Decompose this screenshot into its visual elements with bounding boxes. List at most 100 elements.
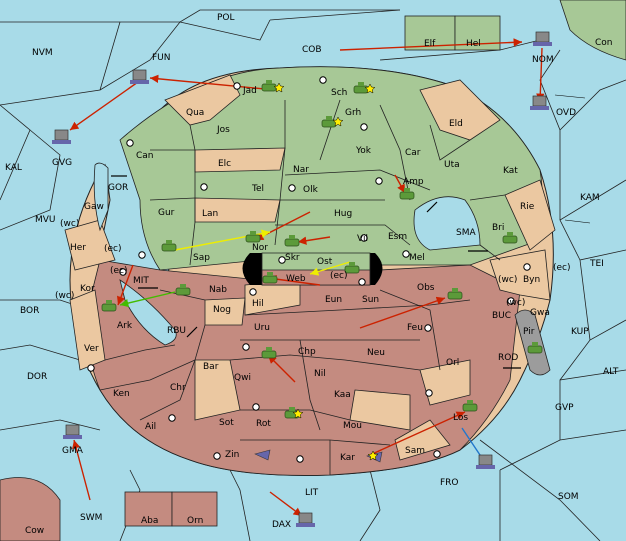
units	[52, 31, 552, 527]
label-gma: GMA	[62, 446, 84, 456]
label-sma: SMA	[456, 228, 476, 238]
order-arrows	[69, 38, 591, 517]
label-sch: Sch	[331, 88, 347, 98]
label-pir: Pir	[523, 327, 535, 337]
label-tei: TEI	[589, 259, 604, 269]
army-ost	[344, 262, 360, 274]
label-rot: Rot	[256, 419, 271, 429]
army-ark	[101, 300, 117, 312]
province-labels: POL NVM FUN COB Con NOM Elf Hel OVD KAL …	[5, 13, 619, 536]
label-nom: NOM	[532, 55, 554, 65]
star-icon	[364, 83, 376, 94]
star-icon	[292, 408, 304, 419]
label-hel: Hel	[466, 39, 481, 49]
label-nil: Nil	[314, 369, 326, 379]
army-skr	[284, 235, 300, 247]
label-skr: Skr	[285, 253, 300, 263]
label-jad: Jad	[242, 86, 257, 96]
label-kat: Kat	[503, 166, 518, 176]
label-wc3: (wc)	[55, 291, 74, 301]
star-icon	[273, 82, 285, 93]
label-eld: Eld	[449, 119, 463, 129]
sea-gor	[93, 162, 109, 232]
label-zin: Zin	[225, 450, 239, 460]
army-sap	[161, 240, 177, 252]
label-tel: Tel	[251, 184, 264, 194]
label-vil: Vil	[357, 234, 368, 244]
label-wc2: (wc)	[498, 275, 517, 285]
label-los: Los	[453, 413, 468, 423]
label-gwa: Gwa	[530, 308, 550, 318]
label-gvp: GVP	[555, 403, 574, 413]
label-lan: Lan	[202, 209, 218, 219]
label-bar: Bar	[203, 362, 219, 372]
label-amp: Amp	[403, 177, 424, 187]
label-kor: Kor	[80, 284, 95, 294]
land-orn	[171, 491, 218, 527]
label-ark: Ark	[117, 321, 133, 331]
label-nab: Nab	[209, 285, 227, 295]
label-con: Con	[595, 38, 613, 48]
label-kam: KAM	[580, 193, 600, 203]
label-her: Her	[70, 243, 86, 253]
supply-centres	[87, 76, 531, 463]
label-wc1: (wc)	[60, 219, 79, 229]
label-feu: Feu	[407, 323, 423, 333]
fleet-dax	[296, 512, 315, 527]
label-alt: ALT	[603, 367, 619, 377]
army-nab	[175, 284, 191, 296]
label-fro: FRO	[440, 478, 459, 488]
label-ec3: (ec)	[553, 263, 571, 273]
label-orn: Orn	[187, 516, 203, 526]
army-amp	[399, 188, 415, 200]
label-chr: Chr	[170, 383, 186, 393]
label-yok: Yok	[355, 146, 372, 156]
label-cow: Cow	[25, 526, 44, 536]
label-ec2: (ec)	[110, 266, 128, 276]
fleet-gma	[63, 424, 82, 439]
label-esm: Esm	[388, 232, 407, 242]
label-bri: Bri	[492, 223, 504, 233]
label-ail: Ail	[145, 422, 156, 432]
fleet-fun	[130, 69, 149, 84]
label-ovd: OVD	[556, 108, 576, 118]
label-kal: KAL	[5, 163, 22, 173]
label-gvg: GVG	[52, 158, 72, 168]
land-elf	[404, 15, 456, 51]
label-ken: Ken	[113, 389, 130, 399]
label-sam: Sam	[405, 446, 425, 456]
label-mou: Mou	[343, 421, 362, 431]
fleet-zin	[254, 449, 271, 461]
label-ec4: (ec)	[330, 271, 348, 281]
label-kar: Kar	[340, 453, 355, 463]
army-nor	[245, 231, 261, 243]
label-web: Web	[286, 274, 306, 284]
fleet-nom	[533, 31, 552, 46]
army-los	[462, 400, 478, 412]
label-neu: Neu	[367, 348, 385, 358]
label-ec1: (ec)	[104, 244, 122, 254]
label-nor: Nor	[252, 243, 268, 253]
label-car: Car	[405, 148, 421, 158]
label-sap: Sap	[193, 253, 210, 263]
label-sot: Sot	[219, 418, 234, 428]
label-hug: Hug	[334, 209, 352, 219]
label-byn: Byn	[523, 275, 540, 285]
label-obs: Obs	[417, 283, 435, 293]
label-bor: BOR	[20, 306, 39, 316]
label-swm: SWM	[80, 513, 102, 523]
label-aba: Aba	[141, 516, 158, 526]
red-region	[86, 259, 521, 476]
land-aba	[124, 491, 173, 527]
label-mel: Mel	[409, 253, 425, 263]
fleet-fro	[476, 454, 495, 469]
label-eun: Eun	[325, 295, 342, 305]
label-rbu: RBU	[167, 326, 186, 336]
label-gor: GOR	[108, 183, 128, 193]
star-icon	[367, 450, 379, 461]
fleet-gvg	[52, 129, 71, 144]
label-olk: Olk	[303, 185, 319, 195]
army-obs	[447, 288, 463, 300]
label-uru: Uru	[254, 323, 270, 333]
